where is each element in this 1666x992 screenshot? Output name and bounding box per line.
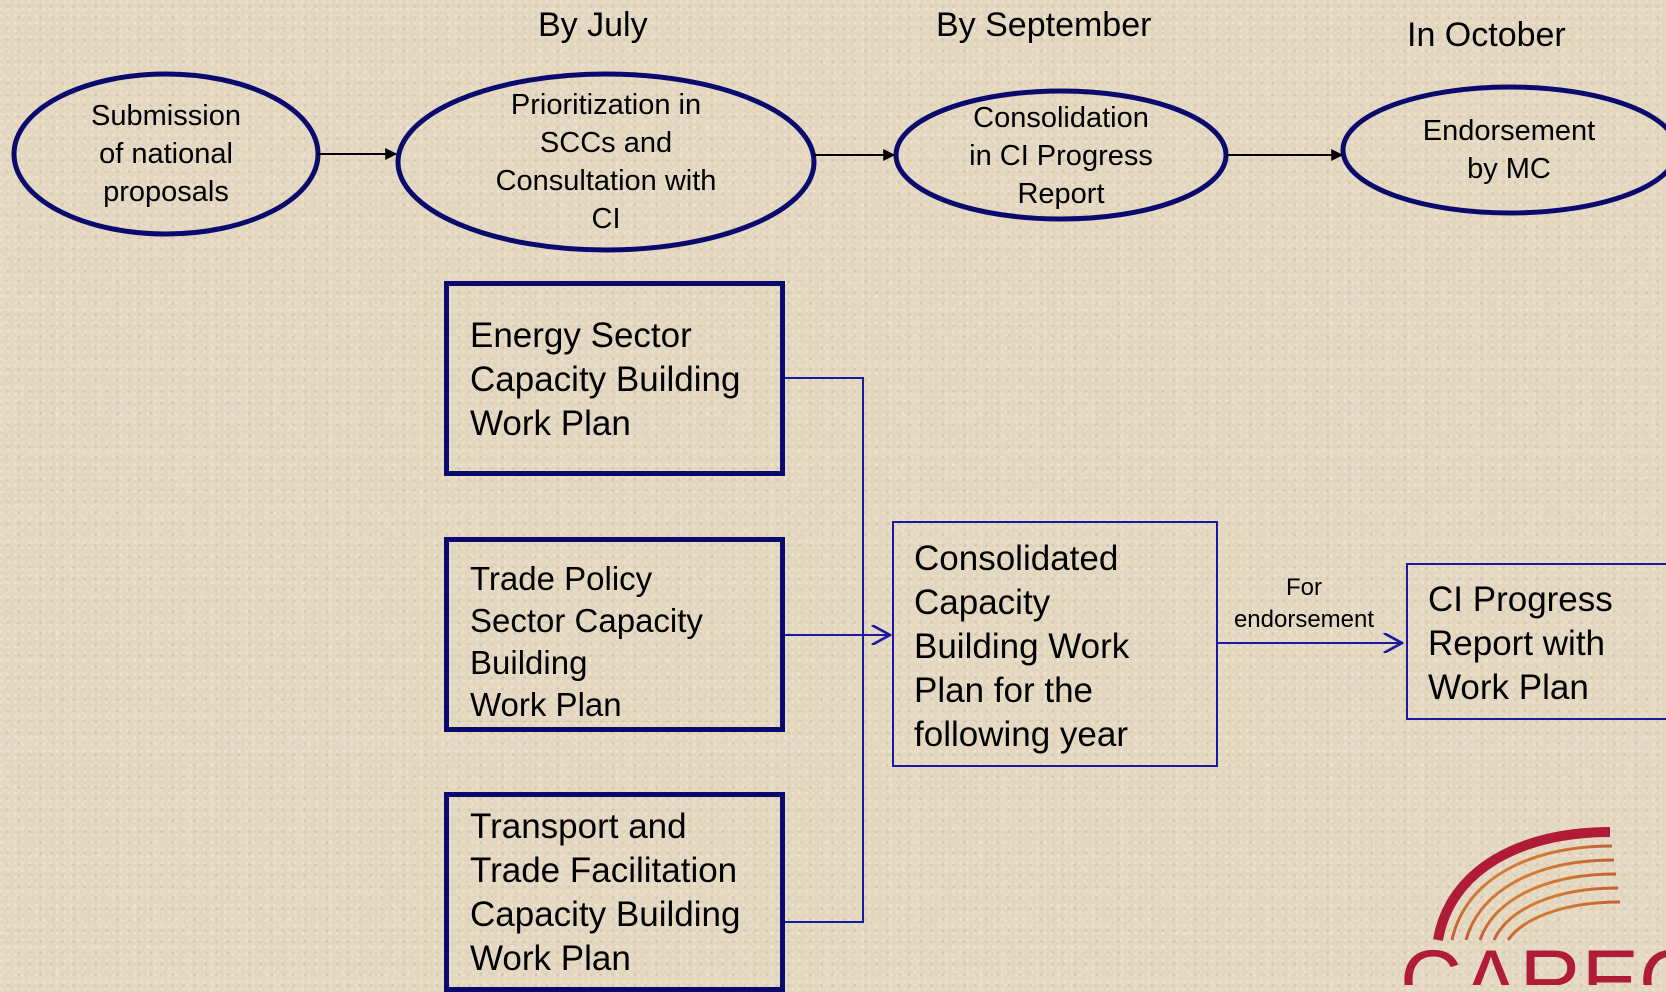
submission-label: Submission of national proposals <box>91 100 241 208</box>
ci-progress-report-box: CI Progress Report with Work Plan <box>1406 563 1666 720</box>
for-endorsement-label: For endorsement <box>1233 574 1375 633</box>
consolidated-plan-box: Consolidated Capacity Building Work Plan… <box>892 521 1218 767</box>
carec-logo-text: CAREC <box>1400 933 1666 985</box>
phase-september: By September <box>936 6 1152 44</box>
bracket-connector <box>782 377 864 923</box>
transport-work-plan-box: Transport and Trade Facilitation Capacit… <box>444 792 785 992</box>
endorsement-label: Endorsement by MC <box>1422 115 1596 185</box>
trade-policy-work-plan-box: Trade Policy Sector Capacity Building Wo… <box>444 537 785 732</box>
phase-october: In October <box>1407 16 1566 54</box>
prioritization-label: Prioritization in SCCs and Consultation … <box>495 89 717 235</box>
consolidation-label: Consolidation in CI Progress Report <box>969 102 1153 210</box>
prioritization-ellipse <box>395 71 817 253</box>
energy-work-plan-box: Energy Sector Capacity Building Work Pla… <box>444 281 785 476</box>
phase-july: By July <box>538 6 648 44</box>
carec-logo-icon: CAREC <box>1400 827 1666 985</box>
